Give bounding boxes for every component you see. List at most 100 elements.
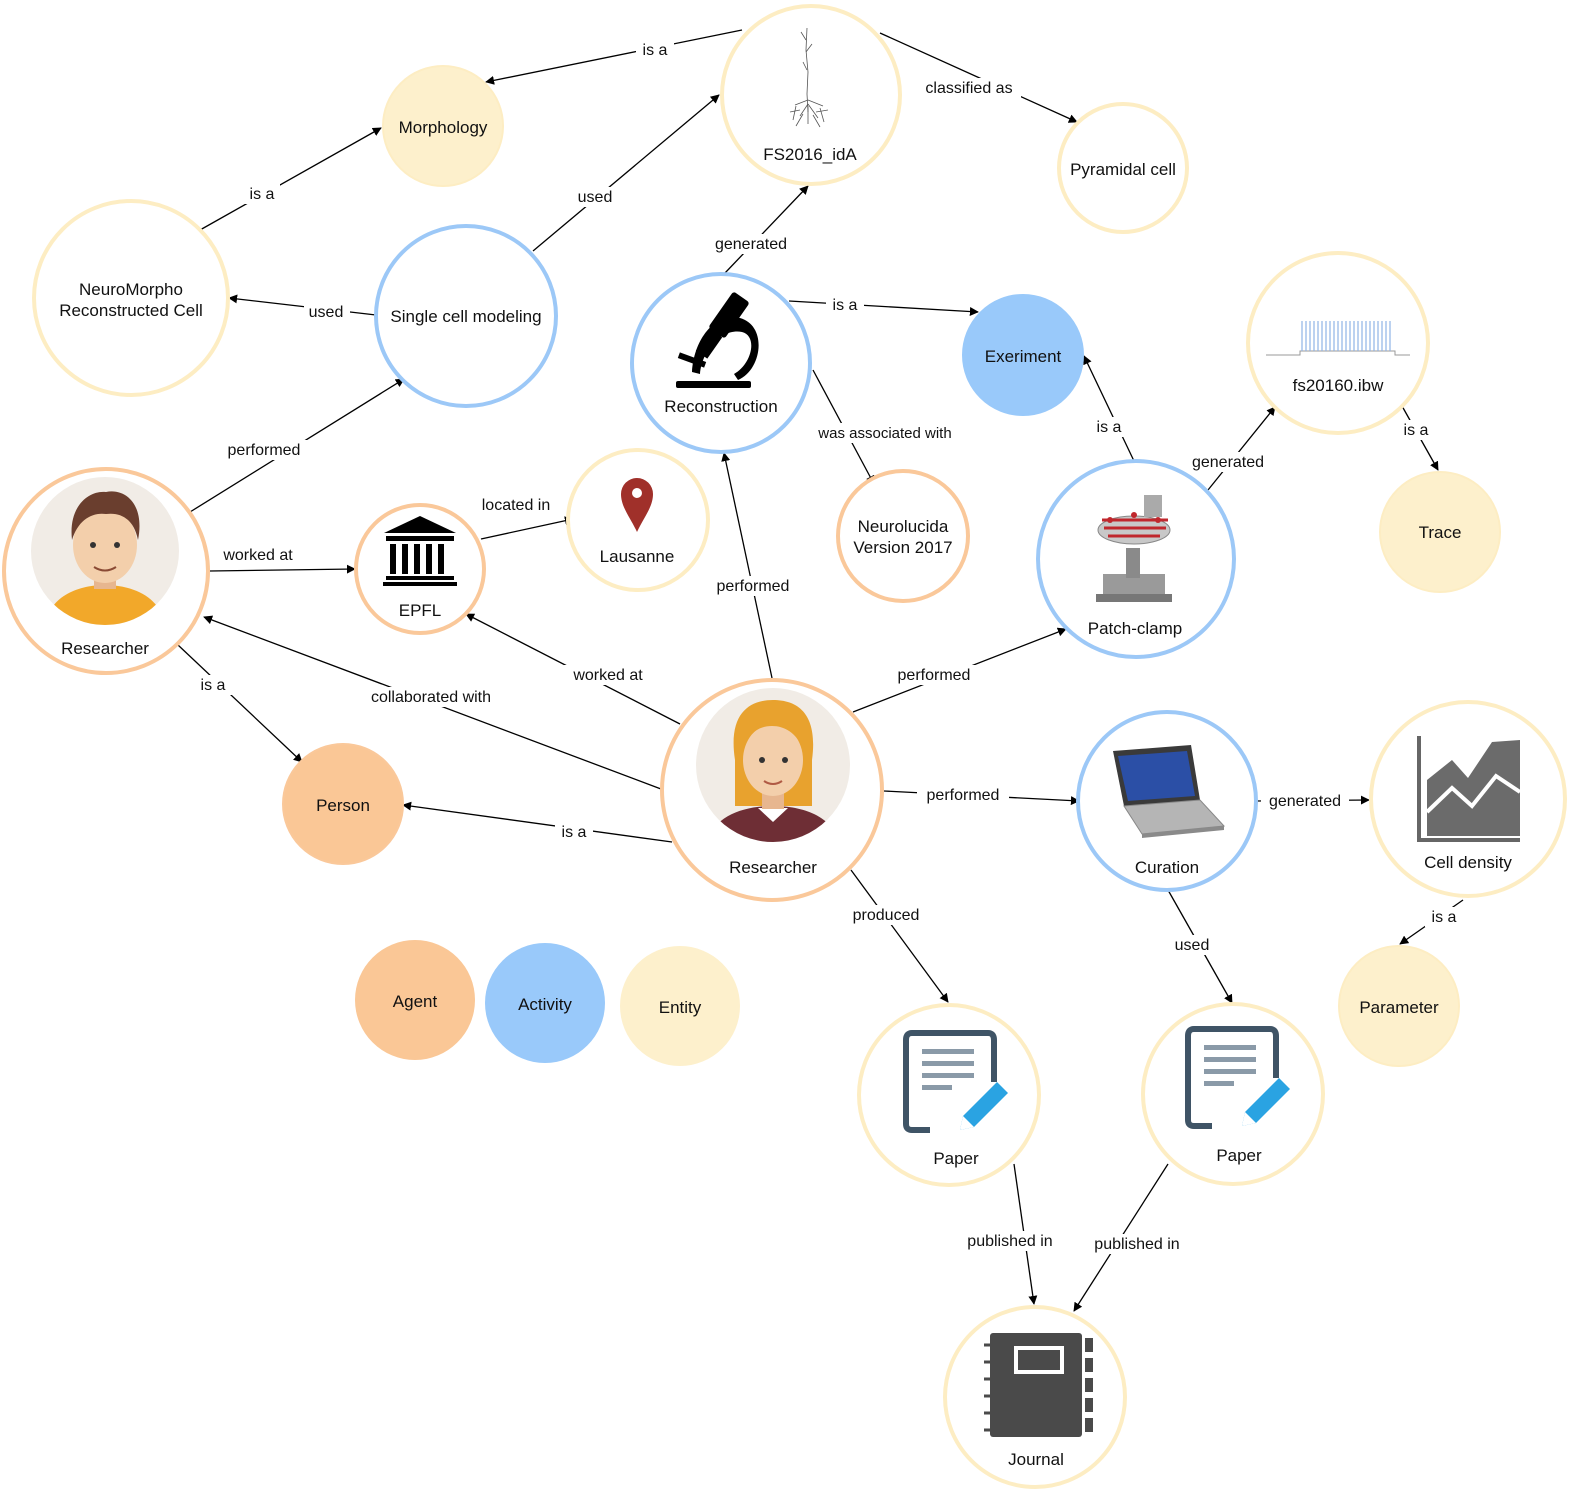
- edge-label: performed: [717, 578, 790, 595]
- node-label: Parameter: [1359, 998, 1439, 1017]
- node-label: Curation: [1135, 858, 1199, 877]
- legend: Agent Activity Entity: [355, 940, 740, 1066]
- node-label: Morphology: [399, 118, 488, 137]
- edge-epfl-located-lausanne: [480, 516, 574, 540]
- node-person[interactable]: Person: [282, 743, 404, 865]
- edge-label: generated: [1269, 793, 1341, 810]
- node-morphology[interactable]: Morphology: [382, 65, 504, 187]
- edge-label: is a: [1097, 419, 1122, 436]
- node-label: fs20160.ibw: [1293, 376, 1384, 395]
- edge-label: is a: [201, 677, 226, 694]
- edge-researcher-m-worked-epfl: [209, 564, 356, 574]
- node-single-cell-modeling[interactable]: Single cell modeling: [374, 224, 558, 408]
- legend-label: Entity: [659, 998, 702, 1017]
- edge-label: used: [309, 304, 344, 321]
- edge-label: performed: [898, 667, 971, 684]
- edge-fs2016-isa-morphology: [485, 29, 743, 85]
- microscope-icon: [676, 292, 759, 388]
- node-label: FS2016_idA: [763, 145, 857, 164]
- node-cell-density[interactable]: Cell density: [1369, 700, 1567, 898]
- node-neurolucida[interactable]: Neurolucida Version 2017: [836, 469, 970, 603]
- node-label: EPFL: [399, 601, 442, 620]
- edge-patch-generated-fs20160: [1207, 406, 1276, 491]
- edge-label: used: [578, 189, 613, 206]
- edge-reconstruction-isa-experiment: [788, 300, 979, 317]
- node-parameter[interactable]: Parameter: [1338, 945, 1460, 1067]
- edge-label: published in: [1094, 1236, 1179, 1253]
- edge-fs2016-classified-pyramidal: [879, 32, 1078, 123]
- laptop-icon: [1113, 745, 1226, 838]
- node-label: Trace: [1419, 523, 1462, 542]
- node-reconstruction[interactable]: Reconstruction: [630, 272, 812, 454]
- legend-label: Agent: [393, 992, 438, 1011]
- edge-single-used-fs2016: [532, 94, 720, 252]
- edge-label: performed: [228, 442, 301, 459]
- edge-label: generated: [715, 236, 787, 253]
- edge-label: was associated with: [817, 425, 951, 442]
- document-edit-icon: [1185, 1026, 1290, 1129]
- voltage-trace-icon: [1266, 321, 1410, 356]
- edge-label: generated: [1192, 454, 1264, 471]
- node-paper-2[interactable]: Paper: [1141, 1002, 1325, 1186]
- node-neuromorpho-cell[interactable]: NeuroMorpho Reconstructed Cell: [32, 199, 230, 397]
- node-label: Researcher: [61, 639, 149, 658]
- node-curation[interactable]: Curation: [1076, 710, 1258, 892]
- map-pin-icon: [621, 478, 653, 532]
- node-label: Neurolucida: [858, 517, 949, 536]
- edge-patch-isa-experiment: [1083, 355, 1135, 462]
- edge-reconstruction-generated-fs2016: [724, 185, 809, 274]
- edge-label: is a: [1432, 909, 1457, 926]
- edge-label: is a: [833, 297, 858, 314]
- institution-building-icon: [383, 516, 457, 586]
- node-label: Single cell modeling: [390, 307, 541, 326]
- node-label: Version 2017: [853, 538, 952, 557]
- node-patch-clamp[interactable]: Patch-clamp: [1036, 459, 1236, 659]
- edge-researcher-f-performed-reconstruction: [721, 452, 773, 679]
- node-label: Paper: [1216, 1146, 1262, 1165]
- node-paper-1[interactable]: Paper: [857, 1003, 1041, 1187]
- area-chart-icon: [1417, 736, 1522, 842]
- edge-label: produced: [853, 907, 920, 924]
- edge-neuromorpho-isa-morphology: [199, 127, 382, 231]
- edge-label: is a: [250, 186, 275, 203]
- document-edit-icon: [903, 1030, 1008, 1133]
- edge-label: worked at: [222, 547, 293, 564]
- edge-single-used-neuromorpho: [228, 294, 377, 316]
- edge-label: published in: [967, 1233, 1052, 1250]
- node-label: Lausanne: [600, 547, 675, 566]
- node-researcher-male[interactable]: Researcher: [2, 467, 210, 675]
- node-fs2016[interactable]: FS2016_idA: [720, 4, 902, 186]
- node-label: Paper: [933, 1149, 979, 1168]
- node-journal[interactable]: Journal: [943, 1305, 1127, 1489]
- node-label: Pyramidal cell: [1070, 160, 1176, 179]
- edge-label: located in: [482, 497, 551, 514]
- neuron-morphology-icon: [789, 27, 829, 128]
- node-label: Cell density: [1424, 853, 1512, 872]
- node-label: Reconstruction: [664, 397, 777, 416]
- node-epfl[interactable]: EPFL: [354, 503, 486, 635]
- node-label: Exeriment: [985, 347, 1062, 366]
- edge-label: performed: [927, 787, 1000, 804]
- edge-label: is a: [1404, 422, 1429, 439]
- edge-researcher-m-isa-person: [177, 644, 303, 763]
- node-label: Person: [316, 796, 370, 815]
- edge-label: is a: [643, 42, 668, 59]
- node-researcher-female[interactable]: Researcher: [660, 678, 884, 902]
- legend-entity: Entity: [620, 946, 740, 1066]
- edge-labels: is a classified as is a used used genera…: [194, 40, 1463, 1254]
- node-lausanne[interactable]: Lausanne: [566, 448, 710, 592]
- edge-label: is a: [562, 824, 587, 841]
- journal-notebook-icon: [984, 1333, 1093, 1437]
- legend-label: Activity: [518, 995, 572, 1014]
- node-experiment[interactable]: Exeriment: [962, 294, 1084, 416]
- node-fs20160[interactable]: fs20160.ibw: [1246, 251, 1430, 435]
- legend-activity: Activity: [485, 943, 605, 1063]
- node-trace[interactable]: Trace: [1379, 471, 1501, 593]
- node-label: Researcher: [729, 858, 817, 877]
- node-pyramidal-cell[interactable]: Pyramidal cell: [1057, 102, 1189, 234]
- edge-label: worked at: [572, 667, 643, 684]
- edge-researcher-f-produced-paper1: [850, 869, 949, 1003]
- edge-researcher-f-isa-person: [402, 801, 673, 843]
- node-label: Reconstructed Cell: [59, 301, 203, 320]
